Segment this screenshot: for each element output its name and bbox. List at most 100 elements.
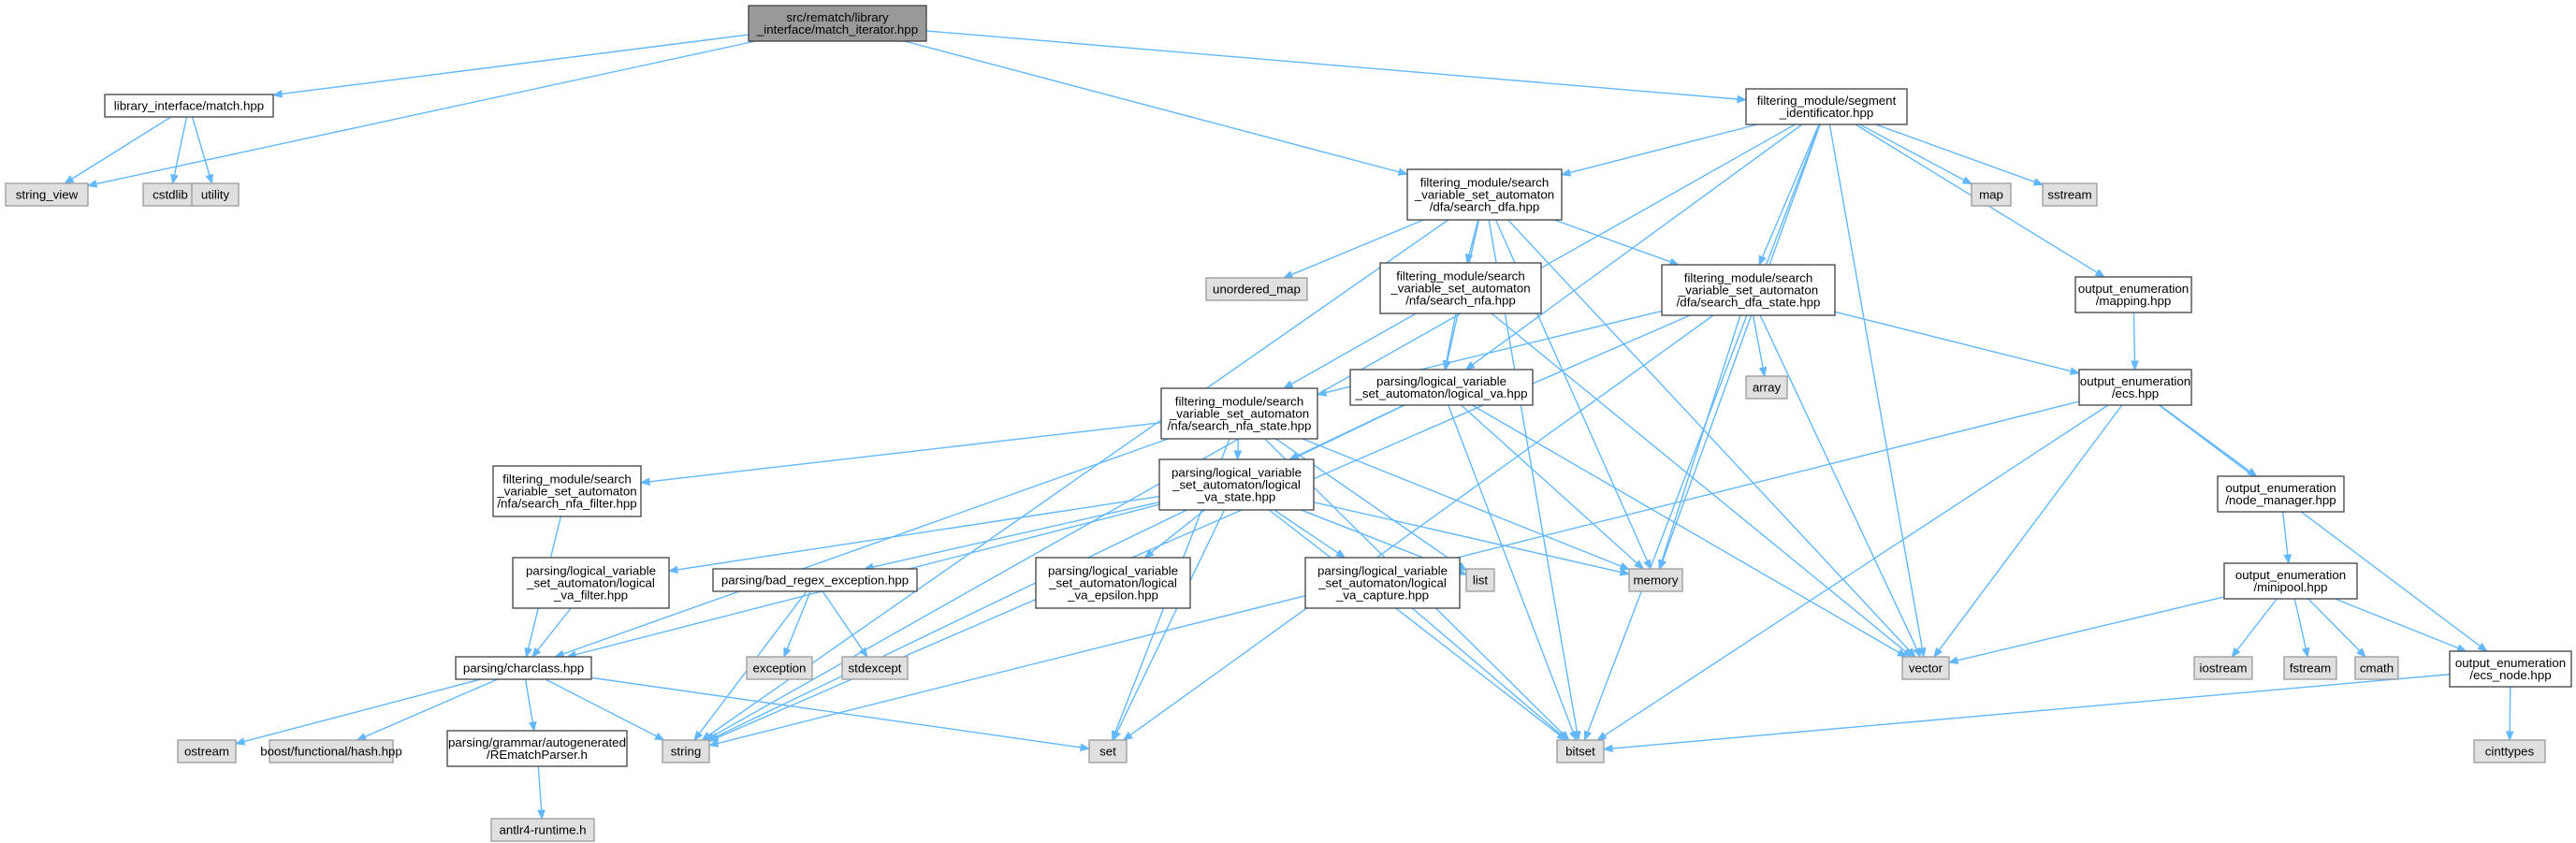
node-dfa[interactable]: filtering_module/search_variable_set_aut… xyxy=(1406,168,1563,221)
node-label: /nfa/search_nfa.hpp xyxy=(1405,294,1516,308)
node-label: _variable_set_automaton xyxy=(1414,188,1554,202)
node-label: /dfa/search_dfa_state.hpp xyxy=(1677,296,1821,310)
node-nfastate[interactable]: filtering_module/search_variable_set_aut… xyxy=(1160,387,1318,440)
node-box-nfafilter xyxy=(492,465,642,517)
node-ecsnode[interactable]: output_enumeration/ecs_node.hpp xyxy=(2449,650,2572,688)
node-nfa[interactable]: filtering_module/search_variable_set_aut… xyxy=(1379,262,1542,314)
arrowhead-ecs-to-vector xyxy=(1933,647,1943,659)
node-match[interactable]: library_interface/match.hpp xyxy=(104,94,274,118)
node-label: array xyxy=(1753,381,1782,395)
arrowhead-minipool-to-cmath xyxy=(2356,647,2367,658)
node-dfastate[interactable]: filtering_module/search_variable_set_aut… xyxy=(1661,264,1836,316)
node-label: string xyxy=(671,745,702,759)
node-badregex[interactable]: parsing/bad_regex_exception.hpp xyxy=(712,568,918,592)
node-ecs[interactable]: output_enumeration/ecs.hpp xyxy=(2078,369,2192,406)
edge-minipool-to-fstream xyxy=(2293,598,2307,649)
node-label: _set_automaton/logical xyxy=(1317,576,1447,590)
arrowhead-root-to-segid xyxy=(1737,94,1748,104)
arrowhead-segid-to-dfa xyxy=(1560,168,1572,177)
node-box-segid xyxy=(1745,88,1908,125)
edge-minipool-to-ecsnode xyxy=(2335,598,2459,649)
node-sstream: sstream xyxy=(2042,182,2098,207)
edge-capture-to-bitset xyxy=(1411,607,1562,735)
node-label: vector xyxy=(1909,661,1943,676)
node-label: _interface/match_iterator.hpp xyxy=(756,22,918,36)
arrowhead-logicalva-to-string xyxy=(707,732,720,741)
node-box-capture xyxy=(1304,557,1461,609)
node-root[interactable]: src/rematch/library_interface/match_iter… xyxy=(748,5,927,42)
edge-logicalva-to-bitset xyxy=(1448,404,1574,733)
arrowhead-vastate-to-set xyxy=(1113,730,1121,742)
node-label: /mapping.hpp xyxy=(2096,294,2172,308)
arrowhead-match-to-utility xyxy=(205,173,213,185)
node-label: _set_automaton/logical xyxy=(526,576,655,590)
node-box-boosthash xyxy=(269,739,394,763)
node-label: boost/functional/hash.hpp xyxy=(260,745,402,759)
node-label: parsing/logical_variable xyxy=(1048,564,1178,578)
node-box-cinttypes xyxy=(2473,739,2546,763)
edge-dfa-to-string xyxy=(708,219,1449,736)
node-string: string xyxy=(662,739,710,763)
node-charclass[interactable]: parsing/charclass.hpp xyxy=(455,656,592,680)
node-label: _identificator.hpp xyxy=(1779,106,1874,120)
arrowhead-match-to-cstdlib xyxy=(170,173,179,185)
node-vector: vector xyxy=(1901,656,1950,680)
node-segid[interactable]: filtering_module/segment_identificator.h… xyxy=(1745,88,1908,125)
node-nodemanager[interactable]: output_enumeration/node_manager.hpp xyxy=(2217,475,2345,513)
node-label: _variable_set_automaton xyxy=(1169,407,1309,421)
node-label: memory xyxy=(1633,574,1678,588)
edge-nfastate-to-vastate xyxy=(1237,438,1240,452)
node-logicalva[interactable]: parsing/logical_variable_set_automaton/l… xyxy=(1349,369,1534,406)
node-label: _set_automaton/logical xyxy=(1172,478,1301,492)
node-minipool[interactable]: output_enumeration/minipool.hpp xyxy=(2223,562,2358,600)
edge-match-to-cstdlib xyxy=(173,116,188,176)
arrowhead-dfa-to-unordered_map xyxy=(1282,270,1294,279)
arrowhead-capture-to-bitset xyxy=(1557,731,1568,741)
edge-ecsnode-to-bitset xyxy=(1611,674,2451,749)
edge-vastate-to-vafilter xyxy=(677,495,1160,571)
node-box-match xyxy=(104,94,274,118)
node-rematchparser[interactable]: parsing/grammar/autogenerated/REmatchPar… xyxy=(446,730,628,767)
node-box-set xyxy=(1088,739,1128,763)
arrowhead-nfastate-to-memory xyxy=(1619,562,1631,571)
arrowhead-charclass-to-string xyxy=(654,732,665,741)
node-label: ostream xyxy=(184,745,229,759)
node-mapping[interactable]: output_enumeration/mapping.hpp xyxy=(2074,276,2192,313)
node-box-epsilon xyxy=(1035,557,1191,609)
arrowhead-ecs-to-string xyxy=(707,739,720,748)
arrowhead-dfastate-to-vector xyxy=(1913,647,1921,659)
edge-root-to-segid xyxy=(925,30,1739,100)
node-label: iostream xyxy=(2200,661,2248,676)
node-box-vector xyxy=(1901,656,1950,680)
node-box-logicalva xyxy=(1349,369,1534,406)
node-label: list xyxy=(1473,574,1489,588)
node-iostream: iostream xyxy=(2193,656,2253,680)
node-label: _variable_set_automaton xyxy=(1390,282,1530,296)
node-vafilter[interactable]: parsing/logical_variable_set_automaton/l… xyxy=(512,557,670,609)
edge-vafilter-to-charclass xyxy=(537,607,572,651)
node-box-array xyxy=(1745,375,1788,400)
node-box-dfastate xyxy=(1661,264,1836,316)
node-box-cstdlib xyxy=(142,182,198,207)
arrowhead-segid-to-map xyxy=(1961,176,1973,185)
node-vastate[interactable]: parsing/logical_variable_set_automaton/l… xyxy=(1158,458,1315,511)
edge-dfastate-to-vector xyxy=(1759,314,1918,650)
node-capture[interactable]: parsing/logical_variable_set_automaton/l… xyxy=(1304,557,1461,609)
node-box-map xyxy=(1971,182,2012,207)
arrowhead-dfa-to-string xyxy=(701,732,712,741)
node-array: array xyxy=(1745,375,1788,400)
node-label: parsing/grammar/autogenerated xyxy=(448,735,626,749)
node-box-nfa xyxy=(1379,262,1542,314)
node-label: set xyxy=(1099,745,1116,759)
edge-dfastate-to-ecs xyxy=(1834,311,2072,372)
node-box-utility xyxy=(191,182,240,207)
node-box-list xyxy=(1465,568,1495,592)
node-epsilon[interactable]: parsing/logical_variable_set_automaton/l… xyxy=(1035,557,1191,609)
node-box-iostream xyxy=(2193,656,2253,680)
node-nfafilter[interactable]: filtering_module/search_variable_set_aut… xyxy=(492,465,642,517)
edge-nfa-to-logicalva xyxy=(1446,312,1457,362)
node-label: /ecs.hpp xyxy=(2112,386,2159,400)
node-ostream: ostream xyxy=(177,739,237,763)
node-label: parsing/charclass.hpp xyxy=(463,661,584,676)
node-label: bitset xyxy=(1565,745,1595,759)
